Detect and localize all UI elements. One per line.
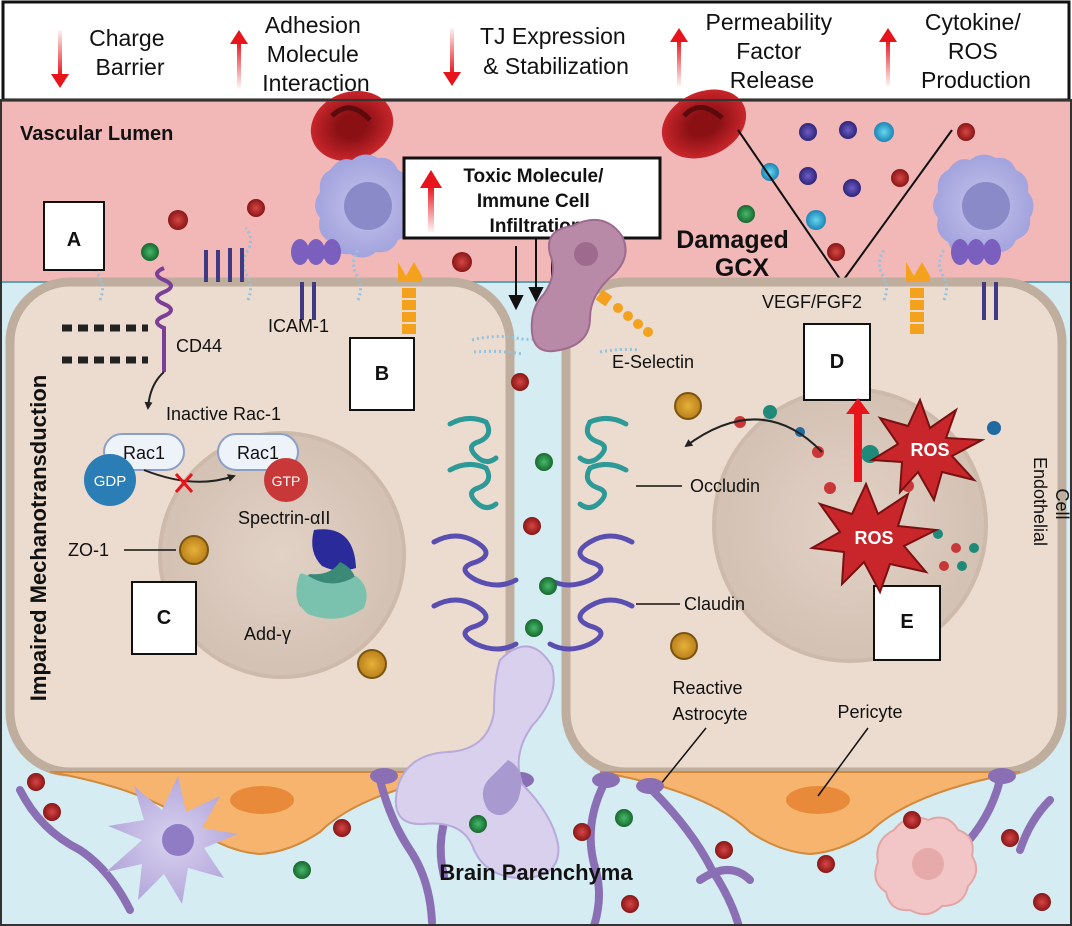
box-e-letter: E: [900, 611, 913, 633]
box-a-letter: A: [67, 229, 81, 251]
figure-border: [0, 99, 1072, 926]
legend-arrowhead-3: [443, 72, 461, 86]
adhesion-molecule-tops: [291, 239, 1001, 265]
reactive-astrocyte-label: Reactive Astrocyte: [672, 678, 747, 724]
claudin-strands: [431, 533, 635, 652]
spectrin-shape: [312, 529, 356, 571]
svg-text:ROS: ROS: [910, 440, 949, 460]
rac1-conversion-arrow: [143, 469, 236, 483]
red-blood-cell-1: [310, 90, 394, 162]
immune-cell-left: [315, 154, 416, 258]
paracellular-particles: [511, 373, 557, 637]
brain-parenchyma-label: Brain Parenchyma: [439, 860, 633, 885]
gdp-molecule: [84, 454, 136, 506]
rac1-left-label: Rac1: [123, 443, 165, 463]
legend-arrowhead-1: [51, 74, 69, 88]
legend-arrow-1: [58, 30, 62, 76]
gcx-funnel-left: [737, 129, 843, 283]
e-selectin-label: E-Selectin: [612, 352, 694, 372]
legend-arrowhead-2: [230, 30, 248, 44]
pericyte-left: [49, 771, 471, 856]
reactive-astrocyte-body: [394, 645, 560, 880]
legend-arrow-5: [886, 40, 890, 86]
box-b-letter: B: [375, 363, 389, 385]
gcx-funnel-right: [841, 129, 953, 283]
inactive-rac1-label: Inactive Rac-1: [166, 404, 281, 424]
legend-item-1: Charge Barrier: [89, 25, 171, 80]
occludin-strands: [447, 416, 629, 510]
gdp-label: GDP: [94, 473, 127, 490]
box-b: [349, 337, 415, 411]
legend-arrow-2: [237, 42, 241, 88]
add-gamma-label: Add-γ: [244, 624, 291, 644]
legend-box: [1, 0, 1071, 102]
legend-item-4: Permeability Factor Release: [706, 9, 839, 93]
release-arrowhead: [846, 398, 870, 414]
icam1-receptors: [204, 248, 998, 320]
zo1-molecule: [179, 535, 209, 565]
callout-box: [402, 156, 662, 240]
astrocyte-leader: [655, 727, 707, 791]
svg-text:ROS: ROS: [854, 528, 893, 548]
gold-particle-left: [357, 649, 387, 679]
legend-arrowhead-4: [670, 28, 688, 42]
secretion-arrow: [684, 418, 823, 453]
legend-arrow-3: [450, 28, 454, 74]
mechanotransduction-label: Impaired Mechanotransduction: [26, 375, 51, 701]
secreted-particles: [670, 392, 1001, 660]
transmigrating-immune-cell: [530, 218, 653, 353]
damaged-gcx-label: Damaged GCX: [676, 226, 796, 282]
pericyte-label: Pericyte: [837, 702, 902, 722]
box-d-letter: D: [830, 351, 844, 373]
claudin-label: Claudin: [684, 594, 745, 614]
box-c: [131, 581, 197, 655]
spectrin-label: Spectrin-αII: [238, 508, 330, 528]
ros-burst-2: ROS: [808, 481, 940, 595]
vegf-fgf2-label: VEGF/FGF2: [762, 292, 862, 312]
immune-cell-right: [933, 154, 1034, 258]
box-e: [873, 585, 941, 661]
lumen-particles: [141, 121, 975, 272]
rac1-right-label: Rac1: [237, 443, 279, 463]
box-d: [803, 323, 871, 401]
pericyte-right: [599, 771, 1021, 856]
legend-arrow-4: [677, 40, 681, 86]
zo1-label: ZO-1: [68, 540, 109, 560]
cd44-label: CD44: [176, 336, 222, 356]
callout-up-arrowhead: [420, 170, 442, 188]
mechano-dash-lines: [62, 324, 148, 364]
endothelial-cell-label: Endothelial Cell: [1030, 457, 1072, 551]
icam1-label: ICAM-1: [268, 316, 329, 336]
legend-item-3: TJ Expression & Stabilization: [480, 23, 632, 79]
blocked-x-icon: [174, 473, 194, 493]
parenchyma-particles: [27, 773, 1051, 913]
microglia-cell: [106, 776, 238, 904]
gtp-label: GTP: [272, 473, 301, 489]
pink-immune-cell: [874, 816, 978, 916]
occludin-label: Occludin: [690, 476, 760, 496]
box-c-letter: C: [157, 607, 171, 629]
pericyte-leader: [817, 727, 869, 797]
red-blood-cell-2: [661, 89, 747, 159]
box-a: [43, 201, 105, 271]
ros-burst-1: ROS: [868, 397, 986, 503]
callout-up-arrow: [428, 186, 434, 232]
add-gamma-shape: [296, 573, 367, 619]
e-selectin-receptors: [398, 262, 930, 334]
legend-arrowhead-5: [879, 28, 897, 42]
release-arrow: [854, 412, 862, 482]
vascular-lumen-label: Vascular Lumen: [20, 123, 173, 145]
legend-item-2: Adhesion Molecule Interaction: [262, 12, 369, 96]
legend-item-5: Cytokine/ ROS Production: [921, 9, 1031, 93]
cd44-receptor: [155, 266, 173, 372]
gtp-molecule: [264, 458, 308, 502]
rac1-activation-arrow: [144, 371, 165, 410]
glycocalyx-strands: [93, 227, 949, 356]
